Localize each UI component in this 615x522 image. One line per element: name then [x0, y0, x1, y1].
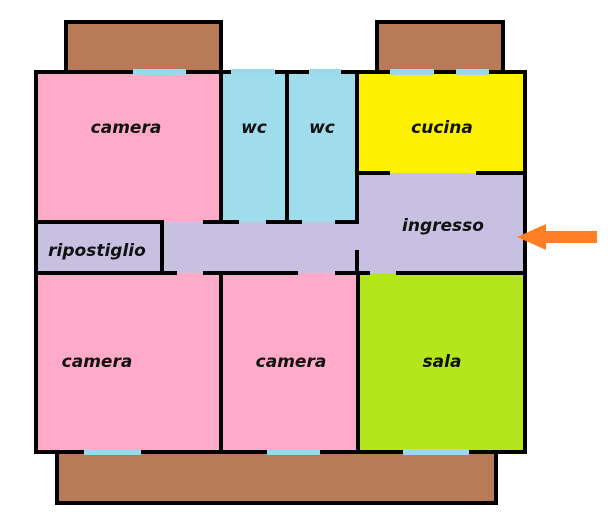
balcony-top-right — [375, 20, 505, 76]
label-camera-bottom-mid: camera — [256, 352, 327, 372]
room-wc-2 — [287, 72, 357, 222]
windows — [84, 69, 489, 455]
room-corridor — [36, 222, 357, 273]
label-camera-bottom-left: camera — [62, 352, 133, 372]
room-camera-bottom-mid — [221, 273, 358, 452]
arrow-left-icon — [517, 224, 597, 250]
label-ripostiglio: ripostiglio — [48, 241, 146, 261]
label-cucina: cucina — [411, 118, 473, 138]
walls — [34, 70, 527, 454]
room-ingresso — [357, 173, 525, 273]
label-ingresso: ingresso — [402, 216, 484, 236]
room-wc-1 — [221, 72, 287, 222]
balcony-top-left — [64, 20, 223, 76]
label-sala: sala — [423, 352, 462, 372]
balcony-bottom — [55, 448, 498, 505]
room-cucina — [357, 72, 525, 173]
room-sala — [358, 273, 525, 452]
room-camera-top — [36, 72, 221, 222]
label-camera-top: camera — [91, 118, 162, 138]
label-wc-1: wc — [241, 118, 267, 138]
label-wc-2: wc — [309, 118, 335, 138]
room-camera-bottom-left — [36, 273, 221, 452]
